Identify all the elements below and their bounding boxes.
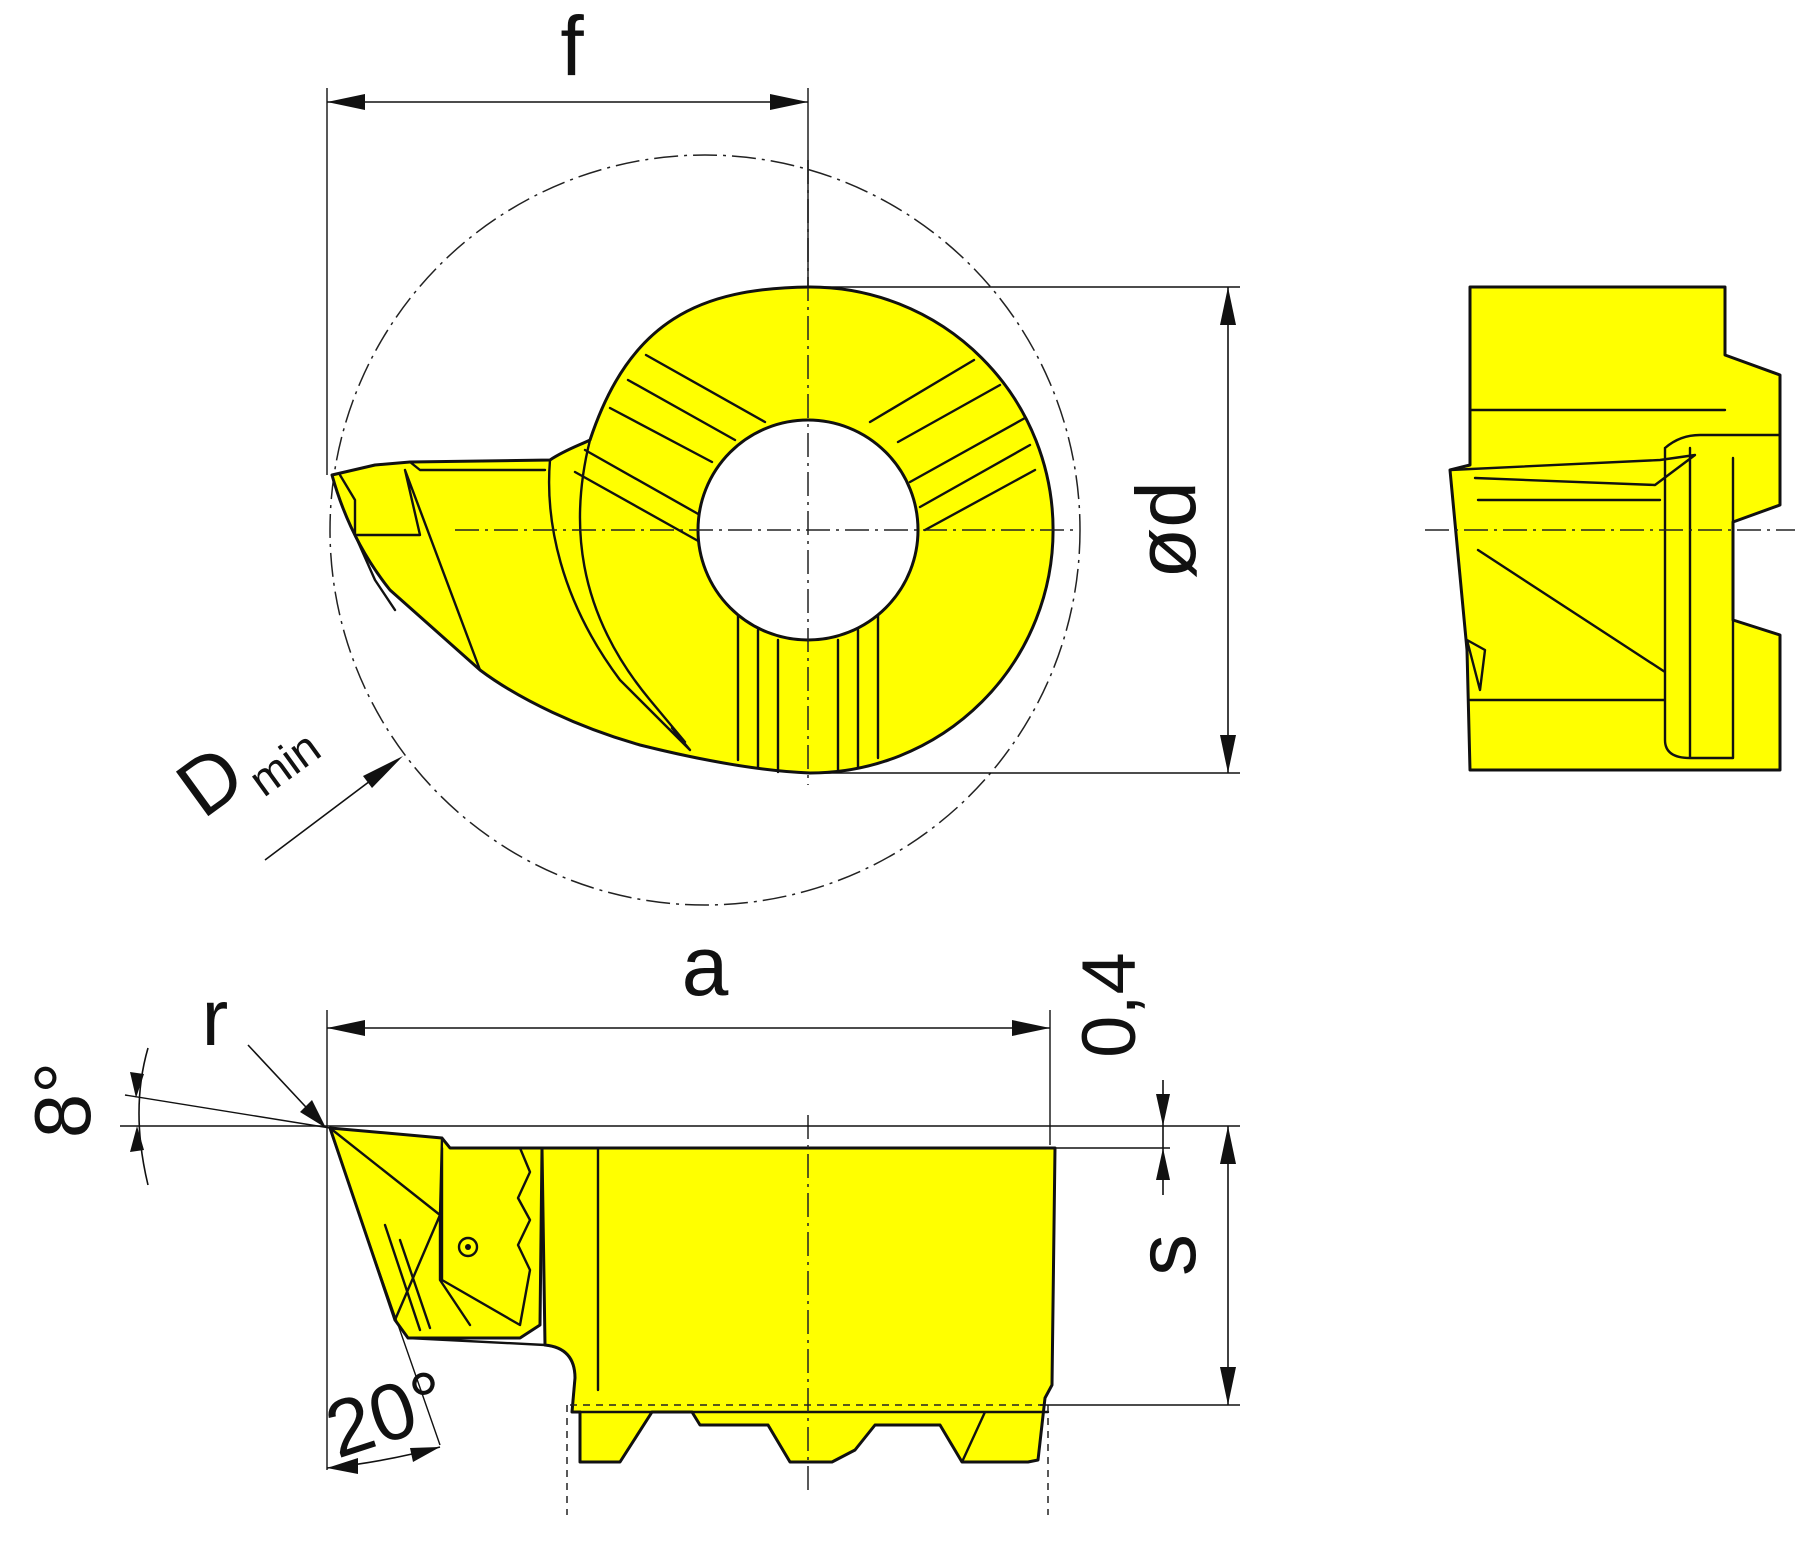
dim-d-arrow-top [1220,287,1236,325]
radial-groove-upper-right [868,358,1037,532]
dim-f-arrow-left [327,94,365,110]
r-label: r [202,973,229,1062]
block-detail-lines [578,1146,1050,1464]
angle-20-label: 20° [315,1353,458,1475]
dim-a-arrow-left [327,1020,365,1036]
dim-0-4-arrow-bottom [1156,1148,1170,1180]
angle-20-arrow-left [327,1458,358,1474]
r-leader-arrow [300,1100,326,1128]
front-view: a 0,4 s r 8° 20° [18,919,1240,1515]
dim-f-label: f [560,0,584,93]
dmin-label-group: D min [161,721,330,834]
dmin-circle [329,154,1081,906]
angle-8-line [124,1094,331,1129]
dim-0-4-label: 0,4 [1067,952,1152,1058]
dim-a-extension [326,1010,1051,1470]
angle-20-line [329,1129,441,1446]
head-pin-inner [465,1244,471,1250]
side-view [1425,285,1795,772]
angle-8-arrow-top [130,1072,144,1098]
dim-d-extension [808,286,1240,774]
dim-a-label: a [682,919,729,1013]
angle-20-arrow-right [410,1447,440,1462]
radial-groove-upper-left [573,353,767,544]
angle-8-arrow-bottom [130,1126,144,1152]
dmin-label: D [161,728,260,834]
top-view: f ød D min [161,0,1240,906]
head-pin [457,1236,479,1258]
radial-groove-bottom [736,610,880,774]
angle-8-label: 8° [18,1062,107,1138]
dim-a-arrow-right [1012,1020,1050,1036]
dmin-leader-arrow [363,756,403,788]
dim-0-4-arrow-top [1156,1094,1170,1126]
insert-body-side [1448,285,1782,772]
insert-head-front [328,1126,544,1340]
dim-f-extension [326,88,809,475]
dim-s-arrow-bottom [1220,1367,1236,1405]
dim-s-label: s [1119,1234,1213,1276]
side-detail-lines [1448,408,1782,760]
dim-d-label: ød [1119,481,1213,579]
angle-8-arc [138,1047,149,1186]
cutting-edge-lines [338,438,692,752]
insert-block-front [540,1146,1057,1464]
dim-f-arrow-right [770,94,808,110]
head-detail-lines [328,1126,577,1414]
dim-d-arrow-bottom [1220,735,1236,773]
dim-s-arrow-top [1220,1126,1236,1164]
